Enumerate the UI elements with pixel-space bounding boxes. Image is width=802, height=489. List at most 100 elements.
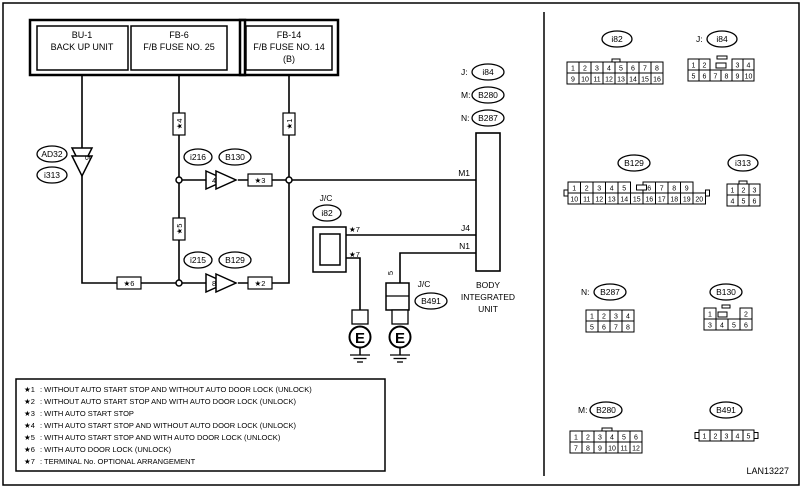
pin-cell: [650, 72, 664, 85]
svg-text:★2: ★2: [255, 279, 266, 288]
pin-number: 2: [602, 314, 606, 321]
pin-number: 5: [622, 435, 626, 442]
connector-lock-tab: [738, 180, 748, 185]
pin-number: 2: [742, 188, 746, 195]
pin-number: 16: [645, 197, 653, 204]
pin-number: 5: [619, 66, 623, 73]
svg-text:★4: ★4: [175, 119, 184, 130]
pin-number: 5: [732, 323, 736, 330]
pin-number: 2: [585, 186, 589, 193]
unit-pin-n1: N1: [459, 241, 470, 251]
pin-number: 7: [660, 186, 664, 193]
marker-4: ★4: [172, 112, 186, 136]
note-text: : WITHOUT AUTO START STOP AND WITHOUT AU…: [40, 385, 312, 394]
ground-label: E: [395, 330, 405, 347]
pin-number: 1: [703, 434, 707, 441]
b491-conn-label: B491: [421, 296, 441, 306]
splice-dot: [175, 176, 183, 184]
pin-number: 11: [583, 197, 590, 204]
svg-text:★6: ★6: [124, 279, 135, 288]
svg-text:★3: ★3: [255, 176, 266, 185]
pin-number: 3: [598, 435, 602, 442]
pin-number: 1: [571, 66, 575, 73]
pin-number: 17: [658, 197, 666, 204]
connector-ear: [694, 432, 700, 439]
pin-cell: [629, 441, 643, 454]
pin-number: 1: [574, 435, 578, 442]
pin-number: 20: [695, 197, 703, 204]
note-mark: ★2: [24, 397, 35, 406]
conn-view-label: B130: [716, 287, 736, 297]
pin-number: 9: [685, 186, 689, 193]
jc-left-label: J/C: [320, 193, 333, 203]
pin-number: 6: [753, 199, 757, 206]
pin-number: 3: [753, 188, 757, 195]
pin-number: 5: [692, 74, 696, 81]
unit-name-line2: INTEGRATED: [461, 292, 515, 302]
pin-number: 1: [731, 188, 735, 195]
note-text: : WITH AUTO START STOP AND WITHOUT AUTO …: [40, 421, 297, 430]
ground-symbol: E: [388, 325, 412, 363]
conn-view-label: i313: [735, 158, 751, 168]
pin-number: 5: [747, 434, 751, 441]
pin-number: 4: [747, 63, 751, 70]
i215-conn-label: i215: [190, 255, 206, 265]
note-text: : WITH AUTO DOOR LOCK (UNLOCK): [40, 445, 172, 454]
connector-lock-tab: [721, 304, 731, 309]
pin-number: 19: [683, 197, 691, 204]
svg-text:★5: ★5: [175, 224, 184, 235]
connector-lock-tab: [611, 58, 621, 63]
splice-dot: [175, 279, 183, 287]
marker-3: ★3: [247, 173, 273, 187]
pin-number: 8: [725, 74, 729, 81]
connector-key: [715, 62, 727, 69]
ground-label: E: [355, 330, 365, 347]
fuse-14-box: FB-14 F/B FUSE NO. 14 (B): [238, 18, 340, 77]
marker-1: ★1: [282, 112, 296, 136]
pin-number: 8: [626, 325, 630, 332]
pin-number: 9: [571, 77, 575, 84]
fuse-25-code: FB-6: [169, 30, 189, 40]
diode-ad32: 5 AD32 i313: [36, 145, 94, 184]
pin-number: 1: [590, 314, 594, 321]
marker-2: ★2: [247, 276, 273, 290]
pin-number: 5: [622, 186, 626, 193]
connector-ear: [563, 189, 569, 197]
pin-number: 13: [608, 197, 616, 204]
pin-number: 12: [605, 77, 613, 84]
note-mark: ★1: [24, 385, 35, 394]
pin-number: 6: [634, 435, 638, 442]
pin-number: 8: [586, 446, 590, 453]
diode-lower: i215 B129 8: [183, 251, 252, 294]
pin-number: 10: [570, 197, 578, 204]
pin-number: 3: [597, 186, 601, 193]
marker-5: ★5: [172, 217, 186, 241]
ground-symbol: E: [348, 325, 372, 363]
b129-conn-label: B129: [225, 255, 245, 265]
conn-view-prefix: N:: [581, 287, 590, 297]
unit-conn-b280: B280: [478, 90, 498, 100]
pin-number: 12: [595, 197, 603, 204]
pin-number: 15: [641, 77, 649, 84]
pin-number: 4: [610, 435, 614, 442]
ad32-conn-label: AD32: [41, 149, 63, 159]
note-text: : WITH AUTO START STOP: [40, 409, 134, 418]
pin-cell: [748, 194, 761, 207]
pin-cell: [742, 69, 755, 82]
pin-number: 4: [720, 323, 724, 330]
jc-right-label: J/C: [418, 279, 431, 289]
conn-view-prefix: M:: [578, 405, 587, 415]
pin-number: 6: [602, 325, 606, 332]
pin-number: 5: [590, 325, 594, 332]
connector-ear: [753, 432, 759, 439]
